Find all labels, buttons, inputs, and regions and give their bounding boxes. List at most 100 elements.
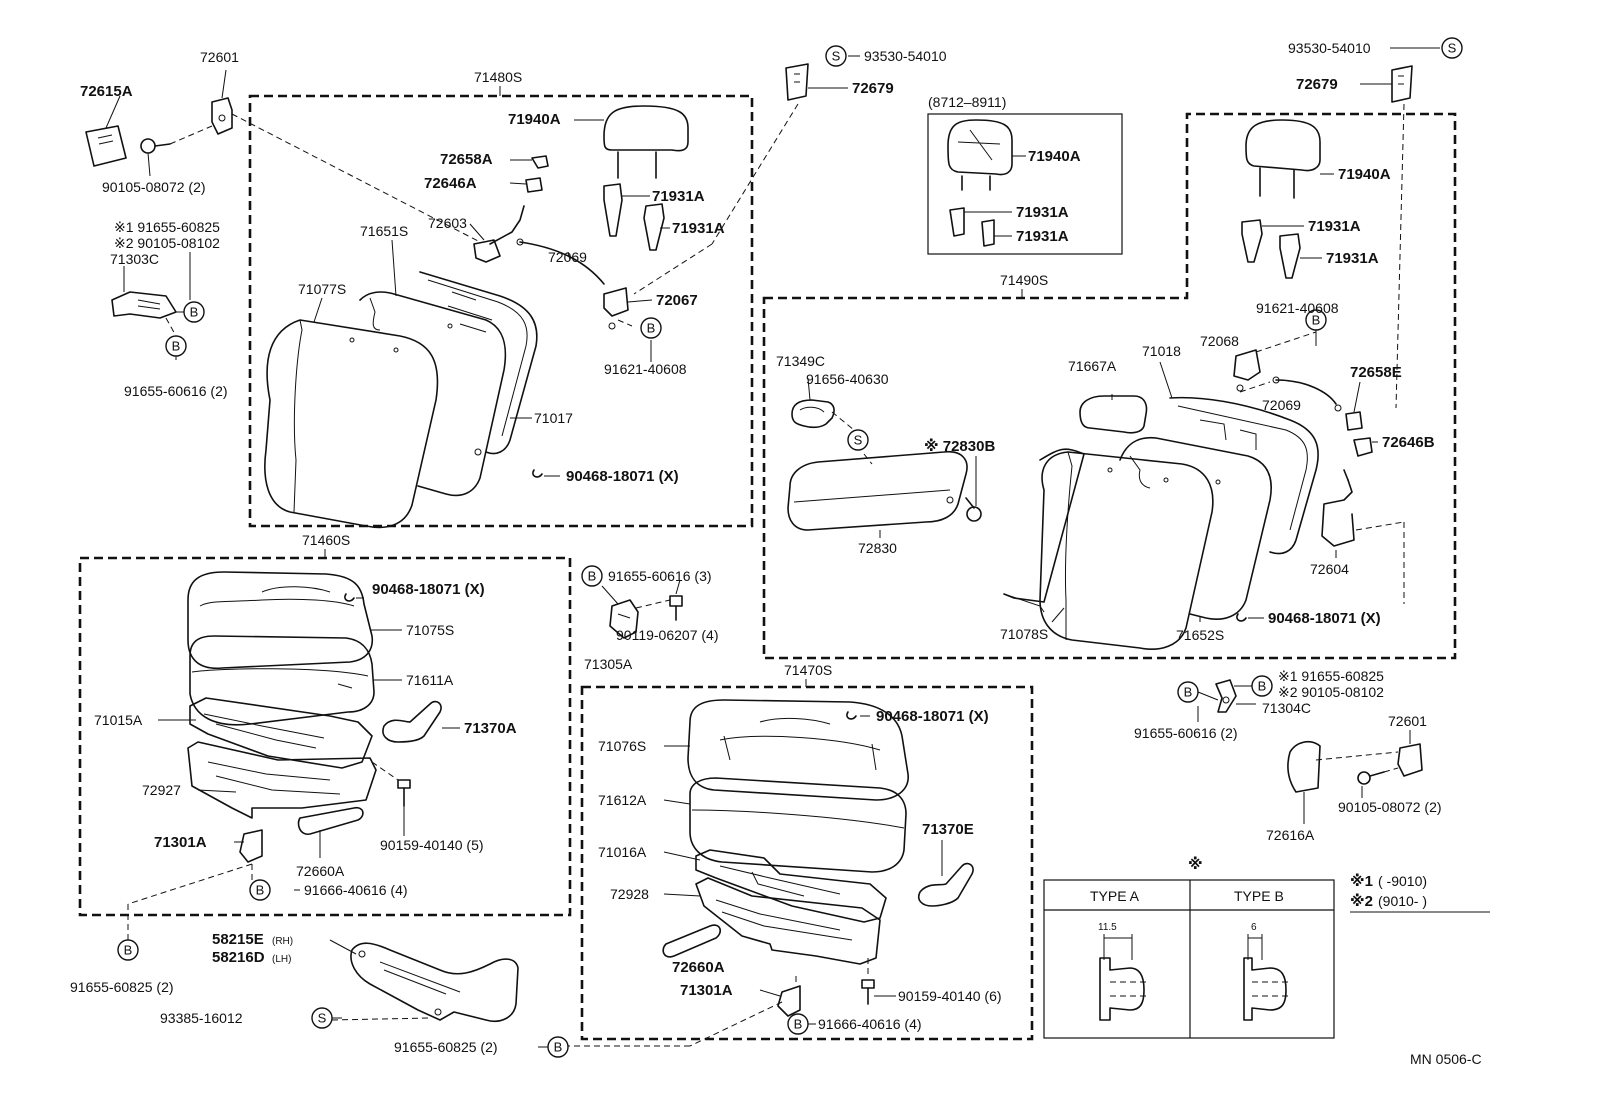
guide-71931A-left-a (603, 183, 623, 237)
bracket-71301A-left (239, 829, 263, 863)
diagram-code: MN 0506-C (1410, 1051, 1482, 1067)
group-71490S: 71490S (762, 112, 1457, 660)
bracket-71301A-right (777, 985, 801, 1017)
dash-leader (617, 319, 633, 327)
dash-leader (635, 599, 671, 609)
cable-72069-right (1272, 376, 1342, 412)
label-71303C: 71303C (110, 251, 159, 267)
dash-leader (633, 243, 713, 295)
marker-S-c: S (847, 429, 869, 451)
label-90119-06207: 90119-06207 (4) (616, 627, 718, 643)
label-72069-right: 72069 (1262, 397, 1301, 413)
guide-71931A-left-b (643, 203, 665, 251)
handle-72660A-right (662, 924, 722, 958)
bracket-72067 (603, 287, 629, 330)
nut-72830B (965, 497, 982, 522)
label-72830: 72830 (858, 540, 897, 556)
svg-text:B: B (190, 305, 199, 320)
dash-leader (711, 103, 799, 245)
label-71370A: 71370A (464, 720, 517, 737)
bracket-72601-right (1397, 743, 1423, 777)
cushion-pad-71611A (189, 635, 375, 726)
dash-leader (331, 1017, 431, 1021)
svg-text:B: B (647, 321, 656, 336)
guide-71931A-right-b (1279, 233, 1301, 279)
clip-90468-18071-c (344, 593, 355, 602)
label-72658E: 72658E (1350, 364, 1402, 381)
label-71651S: 71651S (360, 223, 408, 239)
label-71077S: 71077S (298, 281, 346, 297)
dash-leader (231, 113, 481, 243)
marker-B-e: B (1177, 681, 1199, 703)
legend-note1-mark: ※1 (1350, 872, 1373, 890)
svg-text:11.5: 11.5 (1098, 922, 1117, 933)
bracket-71370A (382, 700, 442, 743)
label-71931A-variant-b: 71931A (1016, 228, 1069, 245)
label-71304C: 71304C (1262, 700, 1311, 716)
label-91621-40608-right: 91621-40608 (1256, 300, 1339, 316)
label-91621-40608-left: 91621-40608 (604, 361, 687, 377)
seatback-pad-71651S (359, 291, 507, 497)
headrest-date-range: (8712–8911) (928, 94, 1006, 110)
lock-72604 (1321, 469, 1355, 547)
label-71301A-right: 71301A (680, 982, 733, 999)
bolt-90159-40140-6 (861, 979, 875, 1005)
headrest-variant-box (927, 113, 1123, 255)
marker-B-k: B (787, 1013, 809, 1035)
dash-leader (1383, 767, 1399, 773)
label-71349C: 71349C (776, 353, 825, 369)
label-72067: 72067 (656, 292, 698, 309)
label-71075S: 71075S (406, 622, 454, 638)
group-headrest-8712-8911: (8712–8911) (927, 94, 1123, 255)
label-71931A-variant-a: 71931A (1016, 204, 1069, 221)
label-72830B: ※ 72830B (924, 437, 995, 455)
svg-text:B: B (1312, 313, 1321, 328)
label-90159-40140-6: 90159-40140 (6) (898, 988, 1002, 1004)
svg-text:S: S (832, 49, 841, 64)
bracket-71303C (111, 291, 177, 319)
label-93530-54010-left: 93530-54010 (864, 48, 947, 64)
bolt-90159-40140-5 (397, 779, 411, 807)
group-label-71460S: 71460S (302, 532, 350, 548)
label-71931A-right-a: 71931A (1308, 218, 1361, 235)
spring-72927 (187, 741, 377, 819)
cushion-cover-71076S (687, 699, 909, 801)
clip-90468-18071-a (532, 469, 543, 478)
label-note2-right: ※2 90105-08102 (1278, 684, 1384, 700)
legend-note1-range: ( -9010) (1378, 873, 1427, 889)
marker-B-c: B (640, 317, 662, 339)
seatback-cover-71077S (264, 319, 439, 529)
label-leaders (105, 47, 1440, 1048)
svg-text:S: S (854, 433, 863, 448)
label-72658A: 72658A (440, 151, 493, 168)
spring-72928 (695, 877, 881, 965)
dash-leader (689, 1001, 783, 1047)
label-72604: 72604 (1310, 561, 1349, 577)
label-91655-60825-b: 91655-60825 (2) (394, 1039, 498, 1055)
bracket-71370E (917, 862, 974, 907)
clip-90468-18071-b (1236, 613, 1247, 622)
bracket-71305A (609, 599, 639, 639)
lock-72603 (473, 205, 525, 263)
dash-leader (1315, 751, 1399, 761)
label-71931A-right-b: 71931A (1326, 250, 1379, 267)
marker-S-b: S (1441, 37, 1463, 59)
label-71611A: 71611A (406, 672, 454, 688)
marker-B-j: B (547, 1036, 569, 1058)
label-71612A: 71612A (598, 792, 647, 808)
label-71940A-variant: 71940A (1028, 148, 1081, 165)
group-71480S: 71480S (248, 69, 754, 528)
svg-text:B: B (588, 569, 597, 584)
label-71078S: 71078S (1000, 626, 1048, 642)
svg-text:6: 6 (1251, 922, 1257, 933)
legend-type-b: TYPE B (1234, 888, 1284, 904)
headrest-71940A-left (603, 105, 689, 179)
type-legend: ※ TYPE A TYPE B 11.5 6 ※1 ( -9010) (1043, 855, 1490, 1039)
label-90159-40140-5: 90159-40140 (5) (380, 837, 484, 853)
dash-leader (371, 761, 399, 781)
label-72068: 72068 (1200, 333, 1239, 349)
label-90468-18071-d: 90468-18071 (X) (876, 708, 989, 725)
dash-leader (1255, 331, 1317, 353)
